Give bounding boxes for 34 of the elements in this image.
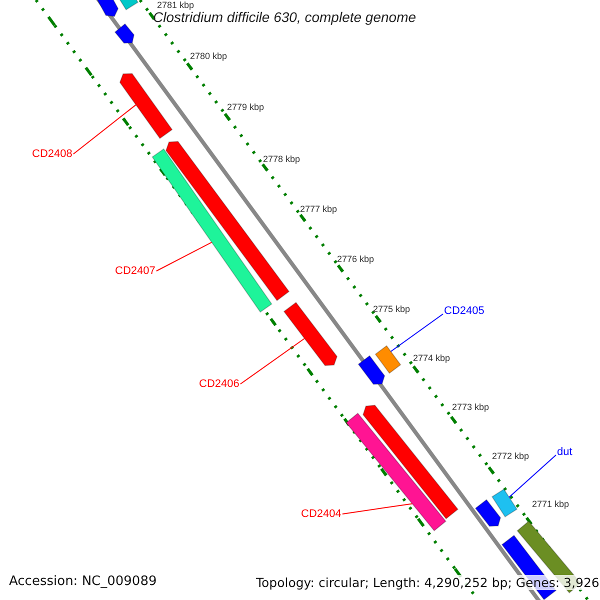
gene-label: dut bbox=[557, 446, 572, 458]
leader-line bbox=[390, 314, 444, 352]
scale-label: 2781 kbp bbox=[157, 0, 194, 10]
gene-block bbox=[491, 488, 518, 518]
leader-line bbox=[240, 338, 305, 384]
gene-label: CD2406 bbox=[199, 378, 240, 390]
footer-text: Accession: NC_009089 bbox=[9, 574, 157, 589]
gene-block bbox=[374, 345, 402, 374]
footer-text: Topology: circular; Length: 4,290,252 bp; Genes: 3,926 bbox=[256, 575, 600, 590]
scale-label: 2775 kbp bbox=[373, 304, 410, 314]
gene-label: CD2407 bbox=[115, 265, 156, 277]
gene-label: CD2405 bbox=[444, 305, 484, 317]
gene-block bbox=[346, 412, 446, 532]
scale-label: 2774 kbp bbox=[413, 353, 450, 363]
leader-line bbox=[156, 242, 212, 272]
scale-label: 2772 kbp bbox=[492, 451, 530, 461]
leader-line bbox=[508, 454, 556, 498]
leader-line bbox=[72, 104, 136, 154]
gene-block bbox=[283, 302, 338, 366]
gene-label: CD2408 bbox=[32, 148, 72, 160]
scale-label: 2778 kbp bbox=[263, 154, 300, 164]
leader-line bbox=[342, 503, 413, 514]
gene-block bbox=[119, 73, 173, 140]
scale-label: 2780 kbp bbox=[190, 51, 228, 61]
gene-label: CD2404 bbox=[301, 508, 342, 520]
scale-label: 2777 kbp bbox=[300, 204, 338, 214]
gene-block bbox=[114, 23, 135, 44]
gene-block bbox=[358, 355, 386, 385]
scale-label: 2776 kbp bbox=[337, 254, 374, 264]
gene-block bbox=[474, 499, 502, 527]
title: Clostridium difficile 630, complete genome bbox=[153, 9, 416, 25]
scale-label: 2773 kbp bbox=[452, 402, 490, 412]
scale-label: 2771 kbp bbox=[532, 499, 570, 509]
scale-label: 2779 kbp bbox=[227, 102, 264, 112]
